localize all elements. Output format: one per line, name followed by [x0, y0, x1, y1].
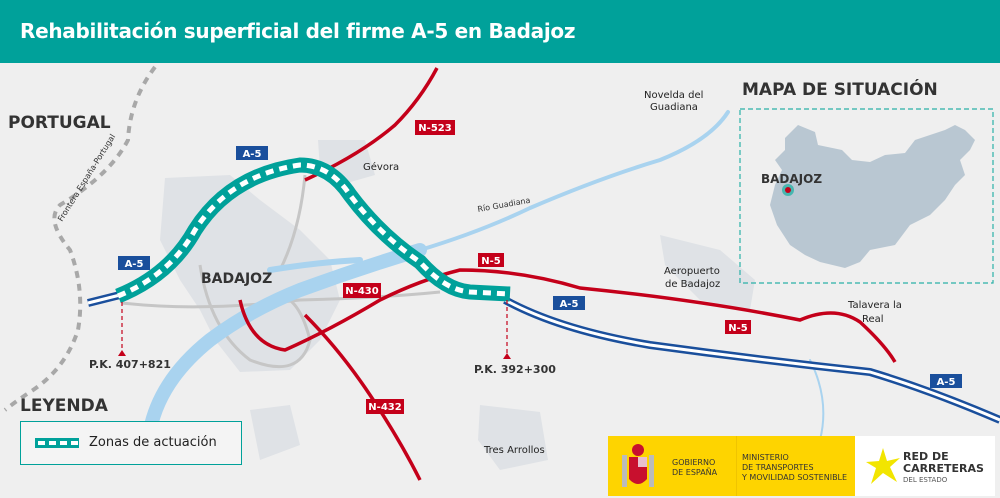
- place-tres-arrollos: Tres Arrollos: [483, 445, 545, 456]
- coat-of-arms-icon: [622, 444, 654, 487]
- country-label: PORTUGAL: [8, 113, 111, 133]
- shield-a5: A-5: [243, 149, 262, 160]
- border-line: [3, 65, 157, 412]
- a5-autovia: [87, 291, 1000, 424]
- place-talavera-2: Real: [862, 314, 884, 325]
- local-roads: [121, 174, 441, 369]
- pk-end-label: P.K. 392+300: [474, 363, 556, 376]
- star-icon: [866, 448, 900, 484]
- border-label: Frontera España-Portugal: [56, 133, 117, 224]
- shield-n432: N-432: [368, 402, 401, 413]
- place-aeropuerto-2: de Badajoz: [665, 279, 720, 290]
- red-subtext: DEL ESTADO: [903, 476, 948, 484]
- situation-title: MAPA DE SITUACIÓN: [742, 78, 938, 100]
- place-novelda-1: Novelda del: [644, 90, 703, 101]
- situation-marker-label: BADAJOZ: [761, 172, 822, 186]
- national-roads: [238, 67, 897, 481]
- header: Rehabilitación superficial del firme A-5…: [0, 0, 1000, 63]
- page-title: Rehabilitación superficial del firme A-5…: [20, 19, 576, 43]
- pk-start-label: P.K. 407+821: [89, 358, 171, 371]
- place-aeropuerto-1: Aeropuerto: [664, 266, 720, 277]
- road-shields: A-5 A-5 A-5 A-5 N-523 N-5 N-5 N-430 N-43…: [118, 120, 962, 414]
- situation-frame: [739, 108, 994, 284]
- zone-swatch: [35, 438, 79, 448]
- city-label: BADAJOZ: [201, 271, 272, 287]
- action-zone: [115, 157, 511, 303]
- shield-a5: A-5: [125, 259, 144, 270]
- shield-a5: A-5: [560, 299, 579, 310]
- place-gevora: Gévora: [363, 161, 399, 173]
- pk-markers: [118, 300, 511, 359]
- river-guadiana: [143, 110, 825, 441]
- province-shape: [770, 125, 975, 268]
- shield-n5: N-5: [728, 323, 748, 334]
- place-novelda-2: Guadiana: [650, 102, 698, 113]
- shield-n430: N-430: [345, 286, 378, 297]
- shield-a5: A-5: [937, 377, 956, 388]
- shield-n523: N-523: [418, 123, 451, 134]
- legend: Zonas de actuación: [20, 421, 242, 465]
- legend-item: Zonas de actuación: [89, 435, 217, 450]
- legend-title: LEYENDA: [20, 396, 109, 416]
- place-talavera-1: Talavera la: [847, 300, 902, 311]
- shield-n5: N-5: [481, 256, 501, 267]
